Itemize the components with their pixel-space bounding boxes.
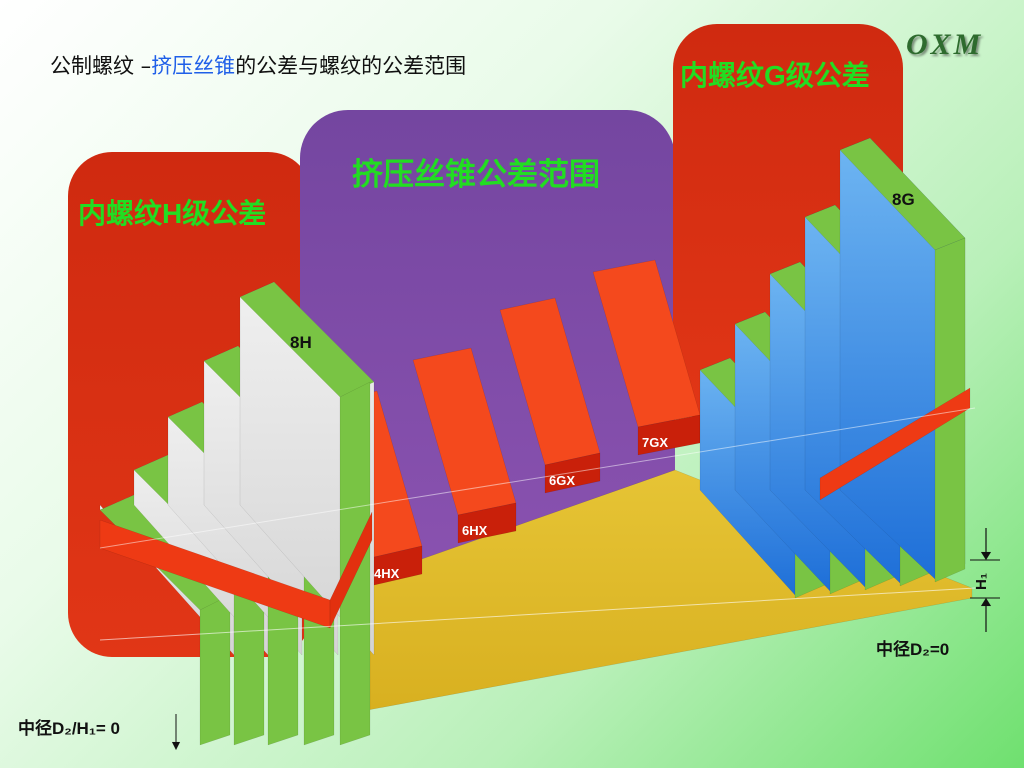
tap-bar-label-6hx: 6HX bbox=[462, 523, 488, 538]
title-part-3: 的公差与螺纹的公差范围 bbox=[235, 54, 467, 78]
annotations: 中径D₂/H₁= 0 中径D₂=0 H₁ bbox=[18, 528, 1000, 751]
oxm-logo: OXM bbox=[906, 28, 984, 61]
tap-bar-6hx: 6HX bbox=[412, 347, 517, 544]
zero-line-overlay bbox=[99, 387, 976, 641]
title-part-1: 公制螺纹 – bbox=[50, 54, 152, 78]
annotation-h1: H₁ bbox=[973, 573, 990, 590]
zero-line-front bbox=[99, 587, 976, 641]
tap-bar-front bbox=[457, 502, 517, 544]
g-zero-band bbox=[819, 387, 971, 501]
bottom-left-arrowhead bbox=[171, 741, 181, 751]
g-grade-panel-title: 内螺纹G级公差 bbox=[680, 59, 870, 91]
title-part-2: 挤压丝锥 bbox=[151, 54, 236, 78]
tap-bar-label-7gx: 7GX bbox=[642, 435, 668, 450]
g-bar-8g: 8G bbox=[839, 137, 966, 583]
h-grade-panel-title: 内螺纹H级公差 bbox=[78, 197, 266, 229]
page-title: 公制螺纹 –挤压丝锥的公差与螺纹的公差范围 bbox=[50, 50, 466, 80]
tap-range-panel-title: 挤压丝锥公差范围 bbox=[352, 157, 600, 192]
annotation-bottom-right: 中径D₂=0 bbox=[876, 639, 949, 659]
g-grade-bars: 4G5G6G7G8G bbox=[699, 137, 966, 599]
h-zero-band-front bbox=[329, 511, 373, 629]
h1-arrowhead-bottom bbox=[980, 597, 992, 607]
tap-bar-6gx: 6GX bbox=[499, 297, 601, 494]
tap-tolerance-bars: 4HX 6HX 6GX 7GX bbox=[324, 259, 701, 587]
tap-bar-front bbox=[544, 452, 601, 494]
zero-line-back bbox=[99, 407, 976, 549]
h-bar-label-8h: 8H bbox=[290, 333, 312, 352]
h1-arrowhead-top bbox=[980, 551, 992, 561]
panel-titles: 内螺纹H级公差 挤压丝锥公差范围 内螺纹G级公差 bbox=[78, 59, 870, 229]
annotation-bottom-left: 中径D₂/H₁= 0 bbox=[18, 718, 120, 738]
tap-bar-label-6gx: 6GX bbox=[549, 473, 575, 488]
h-bar-top bbox=[239, 281, 375, 398]
tap-bar-label-4hx: 4HX bbox=[374, 566, 400, 581]
g-bar-label-8g: 8G bbox=[892, 190, 915, 209]
h-bar-front bbox=[199, 594, 231, 746]
tap-bar-7gx: 7GX bbox=[592, 259, 701, 456]
